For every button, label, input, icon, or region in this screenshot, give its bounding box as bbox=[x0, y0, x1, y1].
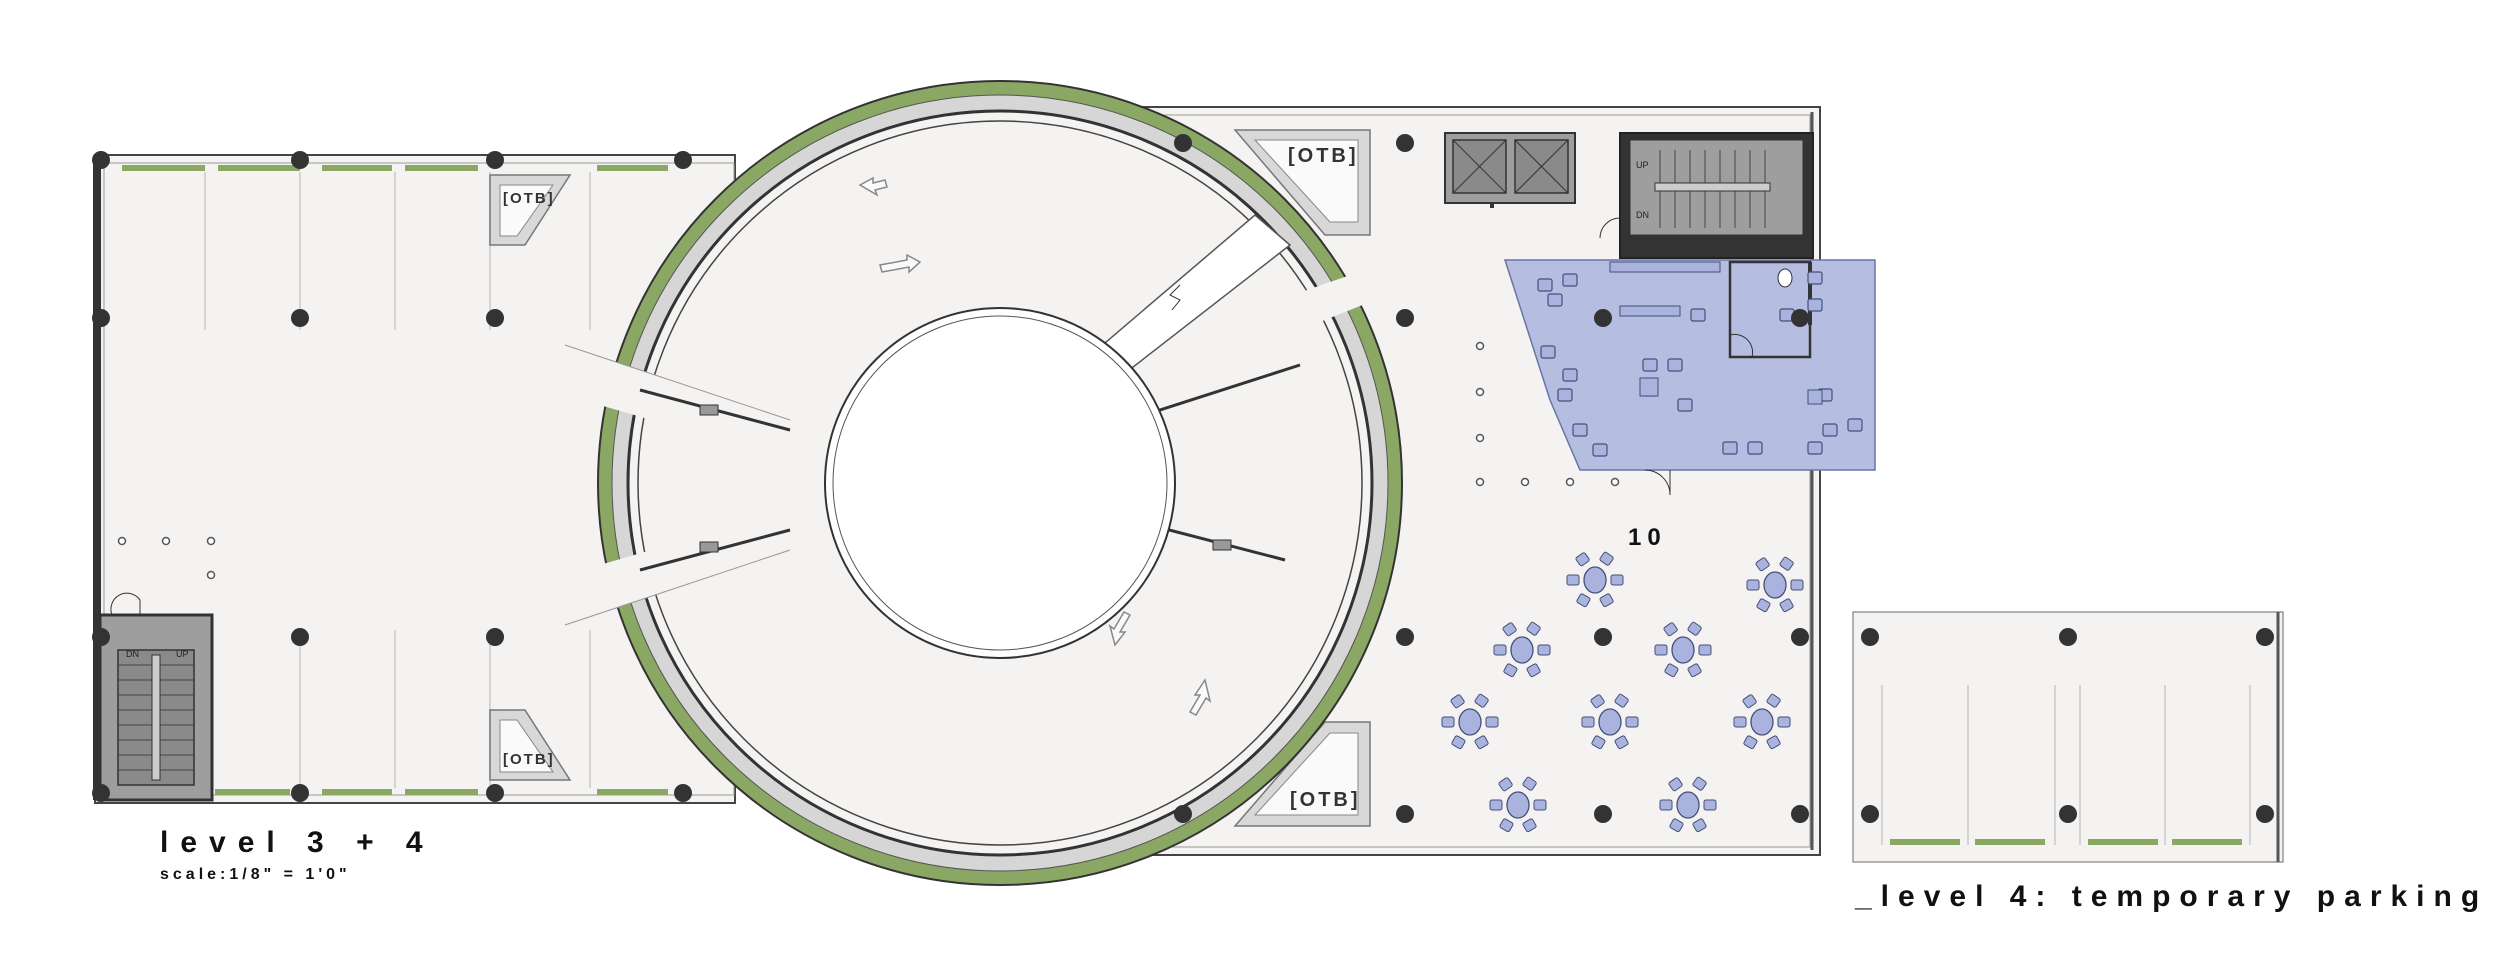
otb-label: [OTB] bbox=[1290, 789, 1361, 811]
ramp-direction-arrows bbox=[858, 176, 1212, 716]
level-title: level 3 + 4 bbox=[160, 826, 435, 859]
otb-island-bottom-right: [OTB] bbox=[1233, 721, 1371, 827]
room-number-label: 10 bbox=[1628, 524, 1667, 551]
temporary-parking-plan bbox=[1852, 611, 2284, 863]
temporary-parking-title: _level 4: temporary parking bbox=[1855, 880, 2489, 913]
small-bollards bbox=[117, 536, 216, 580]
stair-up-label: UP bbox=[1636, 160, 1649, 170]
circular-ramp bbox=[564, 80, 1403, 886]
small-bollards-right bbox=[1475, 341, 1620, 487]
scale-label: scale:1/8" = 1'0" bbox=[160, 866, 351, 883]
structural-columns bbox=[92, 134, 1809, 823]
stair-core-right: UP DN bbox=[1599, 132, 1814, 259]
otb-island-top-left: [OTB] bbox=[489, 174, 572, 246]
stair-up-label: UP bbox=[176, 649, 189, 659]
otb-island-bottom-left: [OTB] bbox=[489, 709, 572, 781]
otb-label: [OTB] bbox=[503, 751, 555, 768]
stair-down-label: DN bbox=[126, 649, 139, 659]
stair-down-label: DN bbox=[1636, 210, 1649, 220]
stair-core-left: DN UP bbox=[98, 592, 214, 802]
otb-island-top-right: [OTB] bbox=[1233, 129, 1371, 236]
otb-label: [OTB] bbox=[1288, 145, 1359, 167]
otb-label: [OTB] bbox=[503, 190, 555, 207]
lounge-tables bbox=[1639, 377, 1823, 405]
elevator-bank bbox=[1444, 132, 1576, 208]
